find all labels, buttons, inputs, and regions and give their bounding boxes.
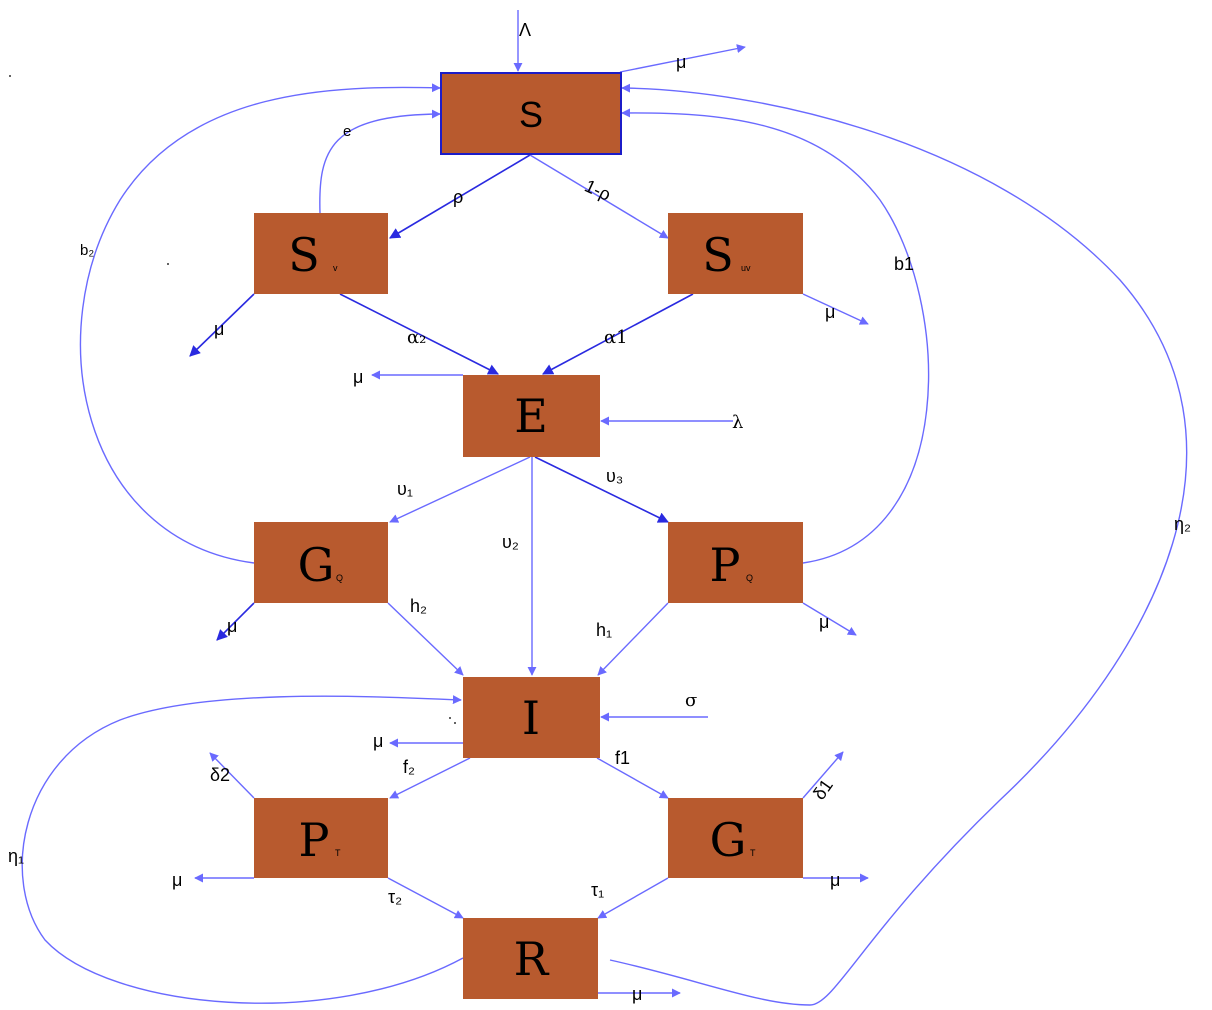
- node-gq-sub: Q: [336, 573, 343, 583]
- label-sigma: σ: [685, 690, 697, 711]
- label-mu-gq: μ: [227, 616, 237, 636]
- edge-gq-to-s: [79, 83, 441, 564]
- label-h2: h₂: [410, 596, 427, 616]
- label-f2: f₂: [403, 757, 415, 777]
- edge-gt-to-r: [597, 877, 669, 919]
- edge-r-to-s: [609, 83, 1188, 1006]
- edge-sv-to-e: [339, 293, 499, 375]
- edge-s-to-sv: [389, 154, 531, 239]
- edge-pq-to-s: [621, 108, 930, 564]
- node-r-label: R: [514, 932, 550, 986]
- edge-gq-death: [216, 602, 255, 641]
- node-pt-sub: T: [335, 848, 341, 858]
- label-alpha1: α1: [604, 327, 628, 348]
- stray-dot: [449, 717, 451, 719]
- label-alpha2: α₂: [407, 327, 426, 348]
- label-b1: b1: [894, 254, 914, 274]
- edge-s-death: [619, 44, 746, 73]
- label-mu-suv: μ: [825, 302, 835, 322]
- stray-dot: [454, 722, 456, 724]
- label-eta1: η₁: [8, 846, 24, 866]
- node-gt-sub: T: [750, 848, 756, 858]
- label-mu-i: μ: [373, 731, 383, 751]
- edge-s-to-suv: [529, 154, 669, 239]
- label-delta1: δ1: [809, 776, 837, 804]
- node-i: I: [463, 677, 600, 758]
- edge-suv-death: [802, 293, 869, 325]
- node-sv-label: S: [288, 228, 320, 282]
- node-e-label: E: [514, 389, 548, 443]
- edge-gq-to-i: [387, 602, 464, 676]
- label-mu-r: μ: [632, 984, 642, 1004]
- edge-r-to-i: [21, 695, 464, 1004]
- node-gt: G T: [668, 798, 803, 878]
- edge-i-to-gt: [596, 757, 669, 799]
- edge-e-to-pq: [534, 456, 669, 523]
- node-s: S: [440, 72, 622, 155]
- label-rho: ρ: [453, 187, 463, 207]
- node-suv: S uv: [668, 213, 803, 294]
- label-mu-e: μ: [353, 367, 363, 387]
- node-gt-label: G: [710, 813, 747, 867]
- node-gq: G Q: [254, 522, 388, 603]
- node-e: E: [463, 375, 600, 457]
- node-sv: S v: [254, 213, 388, 294]
- label-mu-pq: μ: [819, 612, 829, 632]
- label-mu-sv: μ: [214, 319, 224, 339]
- label-mu-gt: μ: [830, 870, 840, 890]
- edge-gt-disease-death: [802, 751, 844, 799]
- edge-pt-disease-death: [209, 752, 255, 799]
- node-suv-label: S: [702, 228, 734, 282]
- node-sv-sub: v: [333, 263, 338, 273]
- label-delta2: δ2: [210, 765, 230, 785]
- label-tau1: τ₁: [591, 880, 604, 900]
- stray-dot: [167, 263, 169, 265]
- label-f1: f1: [615, 748, 630, 768]
- label-e: e: [343, 123, 351, 140]
- node-r: R: [463, 918, 598, 999]
- label-eta2: η₂: [1174, 514, 1191, 534]
- label-mu-s: μ: [676, 52, 686, 72]
- edge-pq-to-i: [597, 602, 669, 676]
- label-mu-pt: μ: [172, 870, 182, 890]
- node-gq-label: G: [298, 538, 335, 592]
- edge-e-to-gq: [389, 456, 531, 523]
- label-tau2: τ₂: [388, 887, 402, 907]
- edge-pt-to-r: [387, 877, 464, 919]
- label-b2: b₂: [80, 242, 94, 259]
- stray-dot: [9, 75, 11, 77]
- edge-labels: Λ μ e ρ 1-ρ b₂ b1 μ μ α₂ α1 μ λ υ₁ υ₃ υ₂…: [8, 20, 1191, 1004]
- label-lambda: λ: [732, 412, 743, 433]
- node-pt-label: P: [299, 813, 330, 867]
- edge-suv-to-e: [542, 293, 694, 375]
- label-one-minus-rho: 1-ρ: [582, 176, 614, 205]
- edge-sv-death: [189, 293, 255, 357]
- node-suv-sub: uv: [741, 263, 751, 273]
- edge-sv-to-s: [319, 109, 441, 214]
- node-pq-sub: Q: [746, 573, 753, 583]
- label-upsilon2: υ₂: [502, 532, 519, 552]
- edge-i-to-pt: [389, 757, 471, 799]
- node-i-label: I: [522, 691, 540, 745]
- node-pq-label: P: [710, 538, 741, 592]
- label-h1: h₁: [596, 620, 612, 640]
- node-pq: P Q: [668, 522, 803, 603]
- label-recruitment: Λ: [519, 20, 531, 40]
- edges: [21, 10, 1188, 1006]
- edge-pq-death: [802, 602, 857, 636]
- label-upsilon1: υ₁: [397, 479, 413, 499]
- node-s-label: S: [519, 94, 543, 135]
- label-upsilon3: υ₃: [606, 466, 623, 486]
- node-pt: P T: [254, 798, 388, 878]
